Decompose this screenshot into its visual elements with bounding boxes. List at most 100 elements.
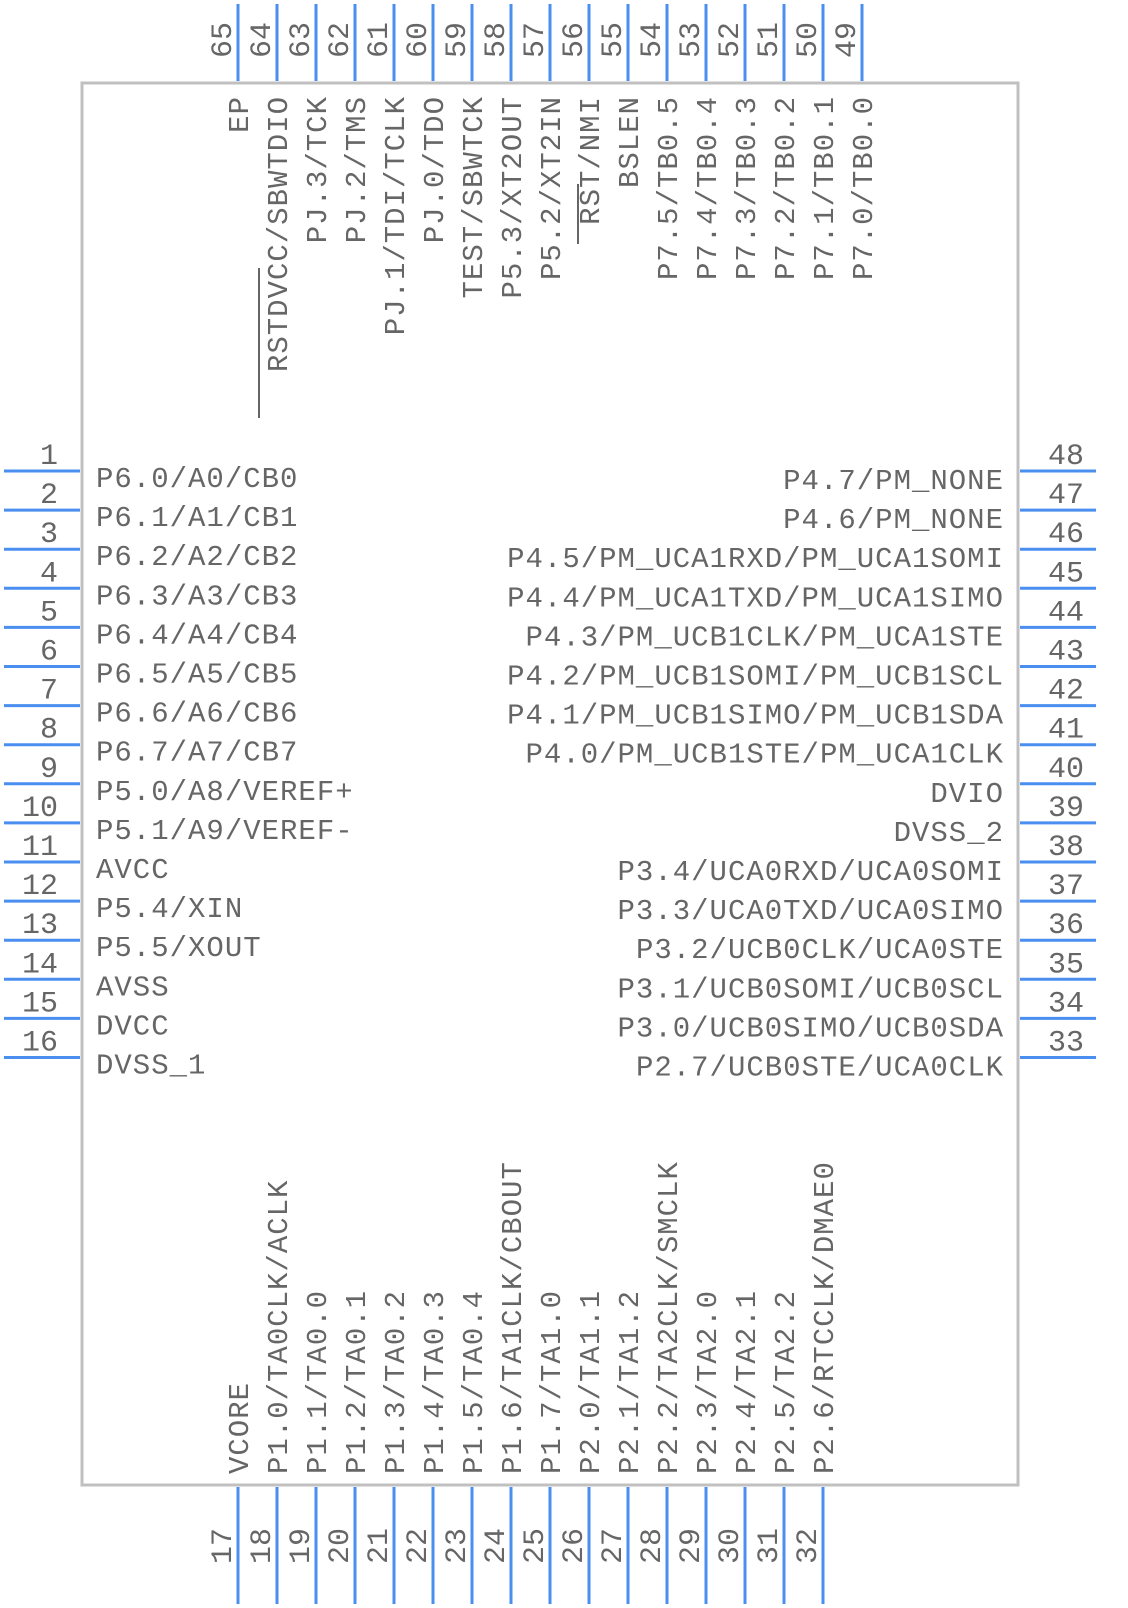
pin-number: 4 bbox=[40, 557, 58, 591]
pin-bottom: 20 P1.2/TA0.1 bbox=[324, 1290, 374, 1604]
pin-name: P4.2/PM_UCB1SOMI/PM_UCB1SCL bbox=[507, 661, 1004, 694]
pin-name: P3.4/UCA0RXD/UCA0SOMI bbox=[618, 856, 1004, 889]
pin-number: 28 bbox=[636, 1528, 670, 1564]
pin-number: 11 bbox=[22, 831, 58, 865]
pin-name: DVSS_2 bbox=[894, 817, 1004, 850]
pin-number: 18 bbox=[246, 1528, 280, 1564]
pin-name: P7.1/TB0.1 bbox=[809, 96, 842, 280]
pin-left: 6P6.5/A5/CB5 bbox=[4, 636, 297, 692]
pin-name: P6.7/A7/CB7 bbox=[96, 737, 298, 770]
pin-name: P6.0/A0/CB0 bbox=[96, 463, 298, 496]
pin-name: TEST/SBWTCK bbox=[458, 96, 491, 298]
pin-number: 30 bbox=[714, 1528, 748, 1564]
pin-number: 65 bbox=[207, 22, 241, 58]
pin-number: 59 bbox=[441, 22, 475, 58]
pin-name: P2.4/TA2.1 bbox=[731, 1290, 764, 1474]
pin-number: 53 bbox=[675, 22, 709, 58]
pin-name: P1.0/TA0CLK/ACLK bbox=[263, 1180, 296, 1474]
bottom-pins: 17VCORE18P1.0/TA0CLK/ACLK19P1.1/TA0.020P… bbox=[207, 1161, 842, 1604]
pin-name: P1.6/TA1CLK/CBOUT bbox=[497, 1161, 530, 1474]
pin-number: 26 bbox=[558, 1528, 592, 1564]
pin-left: 1P6.0/A0/CB0 bbox=[4, 440, 298, 496]
pin-name: P2.7/UCB0STE/UCA0CLK bbox=[636, 1052, 1004, 1085]
pin-name: P7.5/TB0.5 bbox=[653, 96, 686, 280]
pin-left: 9P5.0/A8/VEREF+ bbox=[4, 753, 354, 809]
pin-number: 36 bbox=[1048, 909, 1084, 943]
pin-number: 37 bbox=[1048, 870, 1084, 904]
pin-left: 3P6.2/A2/CB2 bbox=[4, 518, 297, 574]
pin-name: PJ.0/TDO bbox=[419, 96, 452, 243]
pin-number: 52 bbox=[714, 22, 748, 58]
pin-name: P7.4/TB0.4 bbox=[692, 96, 725, 280]
pin-number: 21 bbox=[363, 1528, 397, 1564]
pin-bottom: 30 P2.4/TA2.1 bbox=[714, 1290, 764, 1604]
pin-number: 47 bbox=[1048, 479, 1084, 513]
pin-name: P4.1/PM_UCB1SIMO/PM_UCB1SDA bbox=[507, 700, 1004, 733]
pin-number: 12 bbox=[22, 870, 58, 904]
pin-number: 25 bbox=[519, 1528, 553, 1564]
pin-number: 5 bbox=[40, 596, 58, 630]
pin-number: 46 bbox=[1048, 518, 1084, 552]
pin-number: 61 bbox=[363, 22, 397, 58]
pin-number: 62 bbox=[324, 22, 358, 58]
pin-name: P5.0/A8/VEREF+ bbox=[96, 776, 354, 809]
pin-number: 57 bbox=[519, 22, 553, 58]
pin-name: P4.6/PM_NONE bbox=[783, 504, 1004, 537]
pin-name: P1.2/TA0.1 bbox=[341, 1290, 374, 1474]
pin-name: P3.2/UCB0CLK/UCA0STE bbox=[636, 934, 1004, 967]
pin-name: P1.1/TA0.0 bbox=[302, 1290, 335, 1474]
pin-name: AVCC bbox=[96, 854, 170, 887]
pin-number: 44 bbox=[1048, 596, 1084, 630]
pin-name: AVSS bbox=[96, 971, 170, 1004]
pin-number: 64 bbox=[246, 22, 280, 58]
pin-name: P1.7/TA1.0 bbox=[536, 1290, 569, 1474]
pin-name: P4.3/PM_UCB1CLK/PM_UCA1STE bbox=[526, 621, 1004, 654]
pin-number: 24 bbox=[480, 1528, 514, 1564]
pin-name: RST/NMI bbox=[575, 96, 608, 225]
pin-number: 50 bbox=[792, 22, 826, 58]
pin-number: 41 bbox=[1048, 714, 1084, 748]
pin-number: 15 bbox=[22, 987, 58, 1021]
pin-number: 56 bbox=[558, 22, 592, 58]
pin-number: 60 bbox=[402, 22, 436, 58]
pin-number: 32 bbox=[792, 1528, 826, 1564]
pin-name: P2.1/TA1.2 bbox=[614, 1290, 647, 1474]
pin-name: P3.1/UCB0SOMI/UCB0SCL bbox=[618, 973, 1004, 1006]
ic-body bbox=[80, 81, 1020, 1487]
pin-name: DVSS_1 bbox=[96, 1050, 206, 1083]
pin-number: 3 bbox=[40, 518, 58, 552]
pin-number: 13 bbox=[22, 909, 58, 943]
pin-number: 20 bbox=[324, 1528, 358, 1564]
pin-left: 8P6.7/A7/CB7 bbox=[4, 714, 298, 770]
pin-number: 14 bbox=[22, 948, 58, 982]
pin-name: P4.4/PM_UCA1TXD/PM_UCA1SIMO bbox=[507, 582, 1004, 615]
pin-number: 63 bbox=[285, 22, 319, 58]
pin-name: P4.0/PM_UCB1STE/PM_UCA1CLK bbox=[526, 739, 1004, 772]
pin-bottom: 18 P1.0/TA0CLK/ACLK bbox=[246, 1180, 296, 1604]
pin-name: P2.6/RTCCLK/DMAE0 bbox=[809, 1161, 842, 1474]
